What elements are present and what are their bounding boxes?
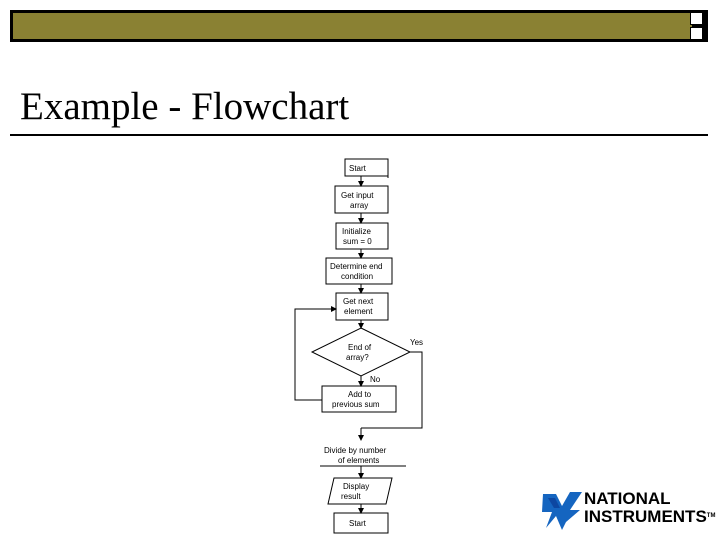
flow-display-label-1: Display [343,482,369,491]
flow-initialize-label-1: Initialize [342,227,371,236]
flow-get-input-label-1: Get input [341,191,374,200]
header-bar [10,10,708,42]
flow-decision-diamond [310,327,412,377]
flow-decision-label-2: array? [346,353,369,362]
flow-divide-label-2: of elements [338,456,379,465]
national-instruments-logo: NATIONAL INSTRUMENTSTM [540,488,716,532]
logo-line-instruments: INSTRUMENTSTM [584,507,716,526]
logo-line-national: NATIONAL [584,489,671,508]
flow-stop-label: Start [349,519,367,528]
flow-divide-label-1: Divide by number [324,446,387,455]
header-bar-fill [13,13,692,39]
eagle-icon [542,492,582,530]
flow-end-condition-label-2: condition [341,272,373,281]
slide-title: Example - Flowchart [20,85,350,128]
flow-display-parallelogram [327,477,393,505]
corner-square-bottom [690,27,703,40]
flow-get-next-label-2: element [344,307,373,316]
flow-end-condition-label-1: Determine end [330,262,382,271]
flow-decision-label-1: End of [348,343,372,352]
flow-get-next-label-1: Get next [343,297,374,306]
flow-display-label-2: result [341,492,361,501]
flow-no-label: No [370,375,381,384]
flow-add-label-2: previous sum [332,400,380,409]
flow-add-label-1: Add to [348,390,372,399]
title-rule [10,134,708,136]
flow-yes-label: Yes [410,338,423,347]
flow-get-input-label-2: array [350,201,368,210]
flow-start-label: Start [349,164,367,173]
corner-square-top [690,12,703,25]
flow-initialize-label-2: sum = 0 [343,237,372,246]
